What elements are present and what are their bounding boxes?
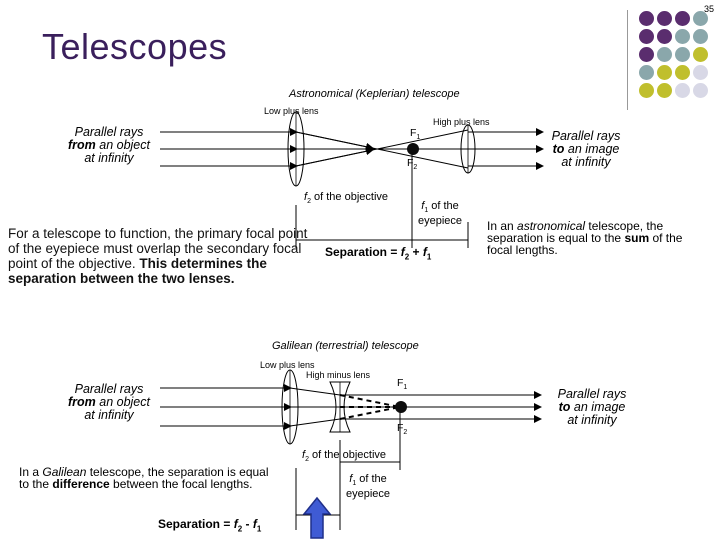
decor-dot — [657, 11, 672, 26]
decor-dot — [693, 11, 708, 26]
decor-dot — [657, 47, 672, 62]
kepler-high-lens-label: High plus lens — [433, 117, 490, 127]
kepler-title: Astronomical (Keplerian) telescope — [289, 88, 460, 100]
kepler-separation-formula: Separation = f2 + f1 — [325, 245, 432, 262]
decor-dot — [675, 65, 690, 80]
galilean-right-rays-label: Parallel rays to an image at infinity — [557, 387, 627, 427]
decor-dot — [639, 65, 654, 80]
galilean-low-lens-label: Low plus lens — [260, 360, 315, 370]
galilean-title: Galilean (terrestrial) telescope — [272, 340, 419, 352]
decor-dot — [639, 47, 654, 62]
galilean-f1-eyepiece-label: f1 of the eyepiece — [346, 473, 391, 501]
kepler-left-rays-label: Parallel rays from an object at infinity — [68, 125, 150, 165]
page-title: Telescopes — [42, 26, 228, 67]
galilean-left-rays-label: Parallel rays from an object at infinity — [68, 382, 150, 422]
galilean-diagram — [160, 369, 542, 530]
decorative-vertical-line — [627, 10, 628, 110]
kepler-f2-objective-label: f2 of the objective — [304, 191, 389, 206]
galilean-separation-formula: Separation = f2 - f1 — [158, 517, 262, 534]
decor-dot — [639, 11, 654, 26]
decor-dot — [639, 83, 654, 98]
kepler-explanation: For a telescope to function, the primary… — [8, 226, 308, 286]
galilean-note: In a Galilean telescope, the separation … — [19, 465, 269, 491]
galilean-high-minus-label: High minus lens — [306, 370, 371, 380]
kepler-f1-eyepiece-label: f1 of the eyepiece — [418, 200, 463, 228]
decor-dot — [693, 65, 708, 80]
decor-dot — [675, 47, 690, 62]
decor-dot — [675, 29, 690, 44]
kepler-f1-label: F1 — [410, 127, 421, 142]
kepler-astro-note: In an astronomical telescope, the separa… — [487, 219, 683, 257]
decor-dot — [675, 11, 690, 26]
decor-dot — [657, 29, 672, 44]
decor-dot — [693, 83, 708, 98]
galilean-f2-label: F2 — [397, 422, 408, 437]
kepler-f2-label: F2 — [407, 157, 418, 172]
galilean-f2-objective-label: f2 of the objective — [302, 449, 387, 464]
decor-dot — [657, 83, 672, 98]
page-number: 35 — [703, 4, 714, 14]
galilean-minus-lens — [329, 381, 351, 433]
galilean-focal-point — [395, 401, 407, 413]
kepler-right-rays-label: Parallel rays to an image at infinity — [551, 129, 621, 169]
kepler-low-lens-label: Low plus lens — [264, 106, 319, 116]
galilean-f1-label: F1 — [397, 377, 408, 392]
decor-dot — [639, 29, 654, 44]
decor-dot — [675, 83, 690, 98]
kepler-focal-point — [407, 143, 419, 155]
decor-dot — [693, 29, 708, 44]
decor-dot — [657, 65, 672, 80]
decor-dot — [693, 47, 708, 62]
separation-arrow-icon — [302, 496, 332, 539]
keplerian-diagram — [160, 111, 544, 248]
